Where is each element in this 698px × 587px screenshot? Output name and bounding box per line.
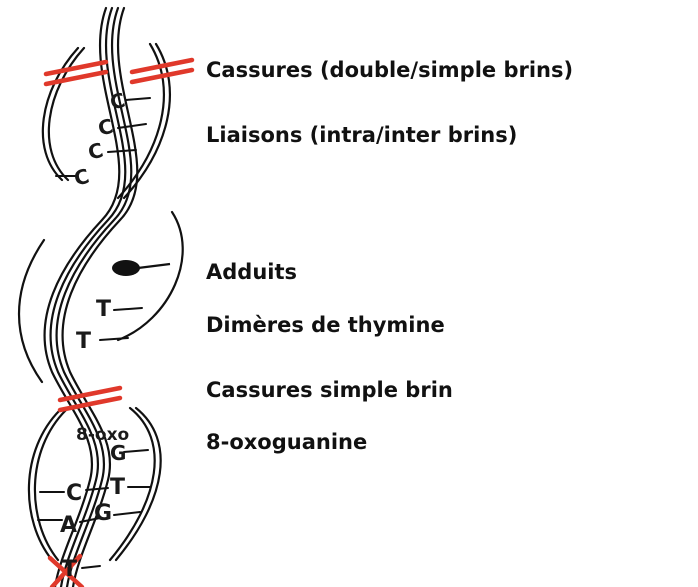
label-single-strand-breaks: Cassures simple brin	[206, 380, 453, 401]
letter-c-2: C	[96, 114, 116, 141]
letter-c-5: C	[66, 481, 82, 506]
letter-g-2: G	[94, 501, 112, 526]
letter-g-oxo: G	[110, 441, 126, 465]
letter-t-2: T	[76, 329, 91, 354]
label-adducts: Adduits	[206, 262, 297, 283]
label-crosslinks: Liaisons (intra/inter brins)	[206, 125, 517, 146]
label-breaks: Cassures (double/simple brins)	[206, 60, 573, 81]
adduct-marker	[112, 260, 170, 276]
letter-t-crossed: T	[62, 557, 77, 582]
label-thymine-dimers: Dimères de thymine	[206, 315, 445, 336]
letter-c-3: C	[86, 138, 106, 165]
letter-a-1: A	[60, 513, 77, 538]
letter-t-3: T	[110, 475, 125, 500]
break-mark-left	[46, 62, 106, 84]
letter-t-1: T	[96, 297, 111, 322]
label-oxoguanine: 8-oxoguanine	[206, 432, 367, 453]
letter-c-4: C	[72, 164, 92, 191]
break-marks	[46, 60, 192, 587]
